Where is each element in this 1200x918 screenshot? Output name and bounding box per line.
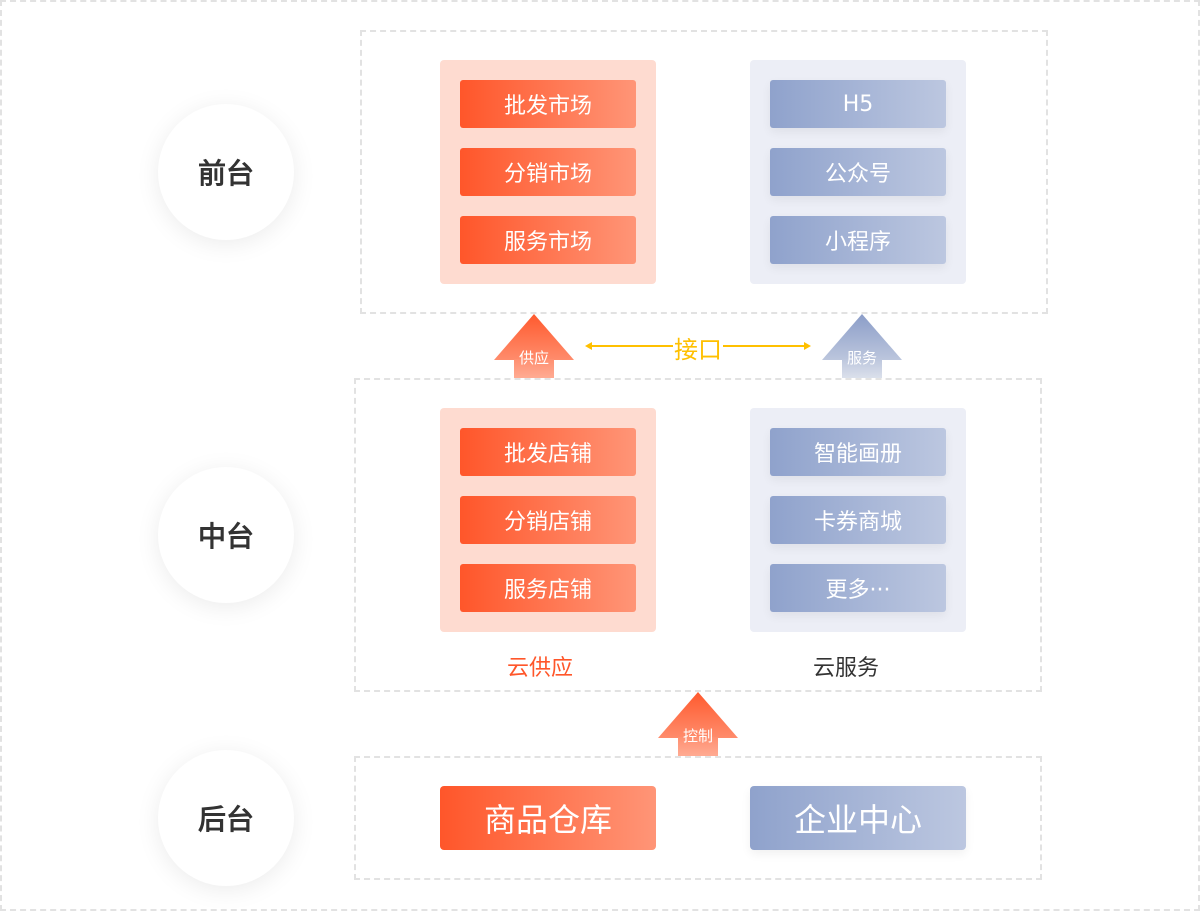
middle-supply-item[interactable]: 批发店铺: [460, 428, 636, 476]
middle-service-item[interactable]: 卡券商城: [770, 496, 946, 544]
service-arrow-label: 服务: [846, 349, 877, 367]
back-section: [354, 756, 1042, 880]
enterprise-center-block[interactable]: 企业中心: [750, 786, 966, 850]
service-arrow: 服务: [822, 314, 902, 378]
front-service-item[interactable]: 公众号: [770, 148, 946, 196]
supply-arrow: 供应: [494, 314, 574, 378]
control-arrow: 控制: [658, 692, 738, 756]
interface-label: 接口: [674, 336, 722, 364]
middle-section: [354, 378, 1042, 692]
warehouse-block[interactable]: 商品仓库: [440, 786, 656, 850]
middle-supply-item[interactable]: 分销店铺: [460, 496, 636, 544]
middle-service-item[interactable]: 智能画册: [770, 428, 946, 476]
front-supply-item[interactable]: 服务市场: [460, 216, 636, 264]
front-service-item[interactable]: 小程序: [770, 216, 946, 264]
tier-back: 后台: [158, 750, 294, 886]
cloud-supply-caption: 云供应: [506, 656, 573, 681]
control-arrow-label: 控制: [682, 727, 713, 745]
middle-supply-item[interactable]: 服务店铺: [460, 564, 636, 612]
front-supply-item[interactable]: 批发市场: [460, 80, 636, 128]
middle-service-item[interactable]: 更多···: [770, 564, 946, 612]
supply-arrow-label: 供应: [518, 349, 549, 367]
interface-double-arrow: [585, 342, 811, 350]
front-section: [360, 30, 1048, 314]
tier-front: 前台: [158, 104, 294, 240]
front-service-item[interactable]: H5: [770, 80, 946, 128]
cloud-service-caption: 云服务: [812, 656, 879, 681]
front-supply-item[interactable]: 分销市场: [460, 148, 636, 196]
tier-middle: 中台: [158, 467, 294, 603]
